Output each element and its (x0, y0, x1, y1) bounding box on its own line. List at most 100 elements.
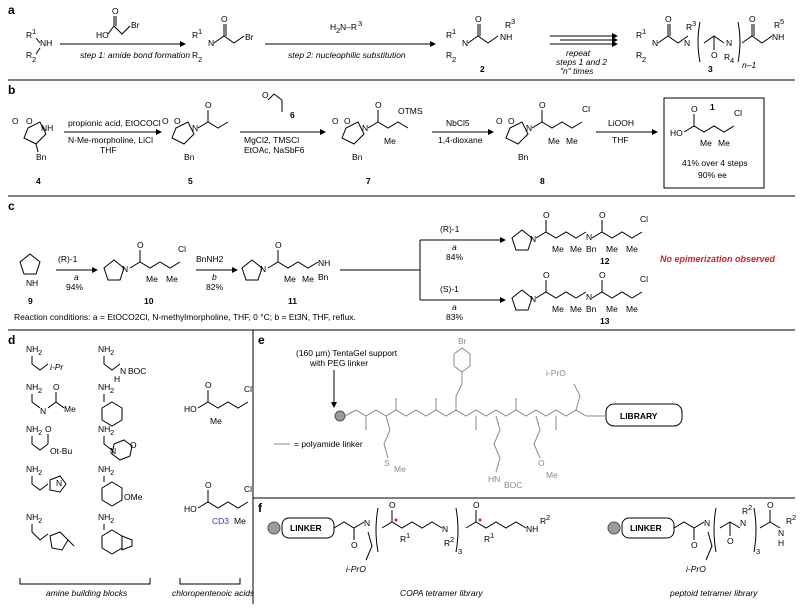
sub-boc-e: BOC (504, 480, 522, 490)
svg-text:2: 2 (38, 468, 42, 477)
acid2-cd3: CD3 (212, 516, 229, 526)
sub-br: Br (458, 336, 467, 346)
svg-text:N: N (40, 406, 46, 416)
c-yield-4: 83% (446, 312, 463, 322)
svg-text:2: 2 (110, 516, 114, 525)
svg-text:NH: NH (526, 524, 538, 534)
reaction-conditions: Reaction conditions: a = EtOCO2Cl, N-met… (14, 312, 356, 322)
compound-8-label: 8 (540, 176, 545, 186)
c-reagent-R1: (R)-1 (58, 254, 78, 264)
svg-text:2: 2 (546, 513, 550, 522)
svg-text:Bn: Bn (352, 152, 363, 162)
c-yield-2: 82% (206, 282, 223, 292)
svg-text:O: O (26, 116, 33, 126)
amine-bracket (19, 578, 151, 585)
svg-text:O: O (351, 540, 358, 550)
svg-text:Bn: Bn (586, 304, 597, 314)
svg-text:Me: Me (718, 138, 730, 148)
svg-text:Me: Me (384, 136, 396, 146)
repeat-line2: steps 1 and 2 (556, 57, 607, 67)
panel-label-c: c (8, 199, 15, 213)
n-minus-1: n–1 (742, 60, 756, 70)
svg-text:1: 1 (490, 531, 494, 540)
svg-text:Me: Me (570, 244, 582, 254)
svg-text:Cl: Cl (244, 484, 252, 494)
sub-me-s: Me (394, 464, 406, 474)
svg-text:O: O (749, 14, 756, 24)
svg-text:NH: NH (26, 512, 38, 522)
svg-text:N: N (122, 264, 128, 274)
svg-text:Me: Me (606, 304, 618, 314)
svg-text:N: N (56, 478, 62, 488)
svg-text:Me: Me (626, 304, 638, 314)
peptoid-ipro: i-PrO (686, 564, 706, 574)
compound-4-label: 4 (36, 176, 41, 186)
svg-text:3: 3 (692, 19, 696, 28)
svg-text:Cl: Cl (640, 214, 648, 224)
panel-e: (160 µm) TentaGel support with PEG linke… (274, 336, 683, 490)
svg-text:Br: Br (131, 20, 140, 30)
svg-text:N: N (530, 234, 536, 244)
svg-text:O: O (12, 116, 19, 126)
compound-6-label: 6 (290, 110, 295, 120)
svg-text:Me: Me (552, 304, 564, 314)
svg-text:O: O (205, 480, 212, 490)
svg-text:R: R (192, 30, 198, 40)
svg-text:O: O (496, 116, 503, 126)
svg-text:NH: NH (26, 464, 38, 474)
svg-text:1: 1 (642, 27, 646, 36)
svg-text:O: O (205, 380, 212, 390)
svg-text:O: O (539, 100, 546, 110)
otms-label: OTMS (398, 106, 423, 116)
c-reagent-bnnh2: BnNH2 (196, 254, 224, 264)
repeat-line3: "n" times (560, 66, 594, 76)
compound-3-label: 3 (708, 64, 713, 74)
svg-text:NH: NH (772, 32, 784, 42)
svg-text:H: H (330, 22, 336, 32)
svg-text:R: R (786, 516, 792, 526)
svg-text:R: R (686, 22, 692, 32)
svg-text:Me: Me (552, 244, 564, 254)
svg-text:Cl: Cl (582, 104, 590, 114)
panel-label-f: f (258, 501, 263, 515)
svg-text:Bn: Bn (36, 152, 47, 162)
svg-text:Me: Me (64, 404, 76, 414)
repeat-line1: repeat (566, 48, 591, 58)
svg-text:NH: NH (98, 382, 110, 392)
legend-text: = polyamide linker (294, 439, 363, 449)
svg-text:O: O (205, 100, 212, 110)
svg-text:N: N (120, 366, 126, 376)
acid-bracket (179, 578, 241, 585)
svg-text:O: O (543, 270, 550, 280)
compound-9-label: 9 (28, 296, 33, 306)
svg-text:N: N (260, 264, 266, 274)
svg-text:R: R (446, 50, 452, 60)
svg-text:Bn: Bn (184, 152, 195, 162)
acid-caption: chloropentenoic acids (172, 588, 255, 598)
svg-text:2: 2 (38, 386, 42, 395)
svg-text:3: 3 (358, 19, 362, 28)
svg-text:N–R: N–R (340, 22, 357, 32)
svg-text:O: O (543, 210, 550, 220)
b-reagent-2a: MgCl2, TMSCl (244, 135, 299, 145)
compound-7-label: 7 (366, 176, 371, 186)
b-reagent-4b: THF (612, 135, 629, 145)
svg-text:N: N (726, 38, 732, 48)
panel-label-e: e (258, 333, 265, 347)
svg-text:NH: NH (26, 344, 38, 354)
svg-text:Cl: Cl (734, 108, 742, 118)
compound-5-label: 5 (188, 176, 193, 186)
svg-text:R: R (26, 50, 32, 60)
compound-12-label: 12 (600, 256, 610, 266)
b-reagent-3: NbCl5 (446, 118, 470, 128)
svg-text:O: O (262, 90, 269, 100)
sub-me-e: Me (546, 470, 558, 480)
copa-subscript: 3 (458, 547, 462, 556)
svg-text:Me: Me (146, 274, 158, 284)
svg-text:2: 2 (110, 386, 114, 395)
svg-text:R: R (636, 50, 642, 60)
svg-text:Me: Me (700, 138, 712, 148)
svg-text:O: O (691, 104, 698, 114)
